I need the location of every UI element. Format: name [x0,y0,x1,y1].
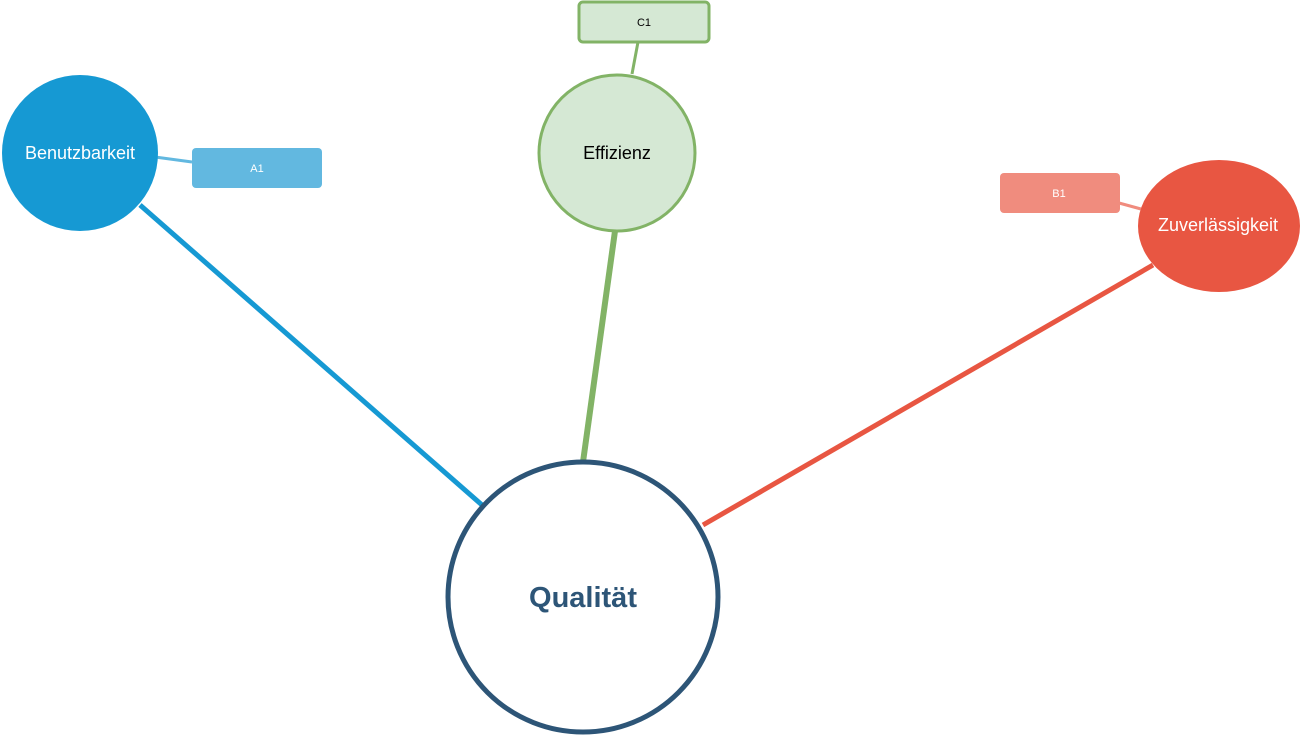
connector-root-to-zuverlaessigkeit [701,262,1155,528]
branch-node-benutzbarkeit[interactable]: Benutzbarkeit [2,75,158,231]
connector-benutzbarkeit-to-leaf [154,155,193,164]
leaf-node-b1-label: B1 [1052,188,1065,200]
leaf-node-b1[interactable]: B1 [1000,173,1120,213]
branch-node-effizienz-label: Effizienz [583,143,651,163]
leaf-node-c1-label: C1 [637,17,651,29]
leaf-node-a1-shape [192,148,322,188]
connector-effizienz-to-leaf [630,41,640,75]
leaf-node-a1[interactable]: A1 [192,148,322,188]
branch-node-zuverlaessigkeit-label: Zuverlässigkeit [1158,215,1278,235]
leaf-node-b1-shape [1000,173,1120,213]
branch-node-effizienz-shape [537,73,697,233]
leaf-node-a1-label: A1 [250,163,263,175]
branch-node-effizienz[interactable]: Effizienz [537,73,697,233]
branch-node-zuverlaessigkeit[interactable]: Zuverlässigkeit [1138,160,1300,292]
root-node-shape [445,459,721,735]
connector-root-to-effizienz [580,230,618,463]
branch-node-benutzbarkeit-shape [2,75,158,231]
leaf-node-c1[interactable]: C1 [577,0,711,44]
connector-zuverlaessigkeit-to-leaf [1118,201,1142,211]
root-node[interactable]: Qualität [445,459,721,735]
branch-node-benutzbarkeit-label: Benutzbarkeit [25,143,135,163]
root-node-label: Qualität [529,582,637,614]
connector-root-to-benutzbarkeit [138,203,484,507]
leaf-node-c1-shape [577,0,711,44]
branch-node-zuverlaessigkeit-shape [1138,160,1300,292]
